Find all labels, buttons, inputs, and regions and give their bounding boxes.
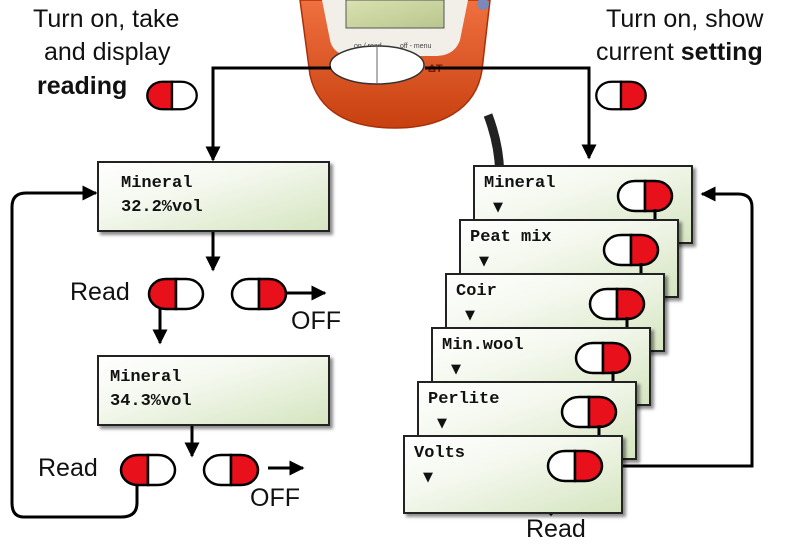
scroll-down-marker: ▼ [465, 308, 475, 323]
arrow-to-read-display [205, 66, 331, 162]
caption-right-setting: setting [680, 38, 763, 66]
menu-display-volts: Volts ▼ [403, 435, 623, 514]
scroll-down-marker: ▼ [479, 254, 489, 269]
lcd-display-reading-1: Mineral 32.2%vol [97, 161, 330, 232]
menu-item-label: Peat mix [470, 228, 552, 247]
device-label-off-menu: off - menu [400, 43, 431, 50]
menu-item-label: Perlite [428, 390, 500, 409]
label-read-2: Read [38, 454, 98, 482]
menu-item-label: Coir [456, 282, 497, 301]
menu-loop-arrow [596, 186, 754, 468]
lcd-display-reading-2: Mineral 34.3%vol [97, 355, 330, 426]
button-icon-menu-next [587, 286, 647, 322]
scroll-down-marker: ▼ [451, 362, 461, 377]
label-off-2: OFF [250, 484, 300, 512]
menu-item-label: Mineral [484, 174, 556, 193]
button-icon-menu-next [545, 448, 605, 484]
button-icon-menu-next [615, 178, 675, 214]
label-read-1: Read [70, 278, 130, 306]
button-icon-menu-next [573, 340, 633, 376]
button-icon-off-1 [228, 276, 290, 312]
button-icon-read-1 [145, 276, 207, 312]
caption-left-line3: reading [37, 72, 128, 100]
caption-right-line2-text: current [596, 38, 681, 66]
menu-item-label: Min.wool [442, 336, 524, 355]
button-icon-on-read [144, 79, 200, 112]
arrow-to-menu-display [425, 66, 597, 160]
meter-device: on / read off - menu ΔT [299, 0, 505, 231]
caption-left-line1: Turn on, take [33, 5, 180, 33]
button-icon-off-2 [200, 452, 262, 488]
scroll-down-marker: ▼ [423, 470, 433, 485]
caption-right-line2: current setting [596, 37, 763, 67]
lcd-line1: Mineral [121, 174, 193, 193]
button-icon-menu-next [601, 232, 661, 268]
lcd-line1: Mineral [110, 368, 182, 387]
button-icon-read-2 [117, 452, 179, 488]
button-icon-off-menu [593, 79, 649, 112]
label-off-1: OFF [291, 307, 341, 335]
menu-item-label: Volts [414, 444, 466, 463]
scroll-down-marker: ▼ [437, 416, 447, 431]
loop-back-arrow [10, 185, 139, 519]
label-read-3: Read [526, 515, 586, 543]
caption-left-line2: and display [44, 38, 171, 66]
button-icon-menu-next [559, 394, 619, 430]
scroll-down-marker: ▼ [493, 200, 503, 215]
caption-right-line1: Turn on, show [606, 5, 764, 33]
lcd-line2: 32.2%vol [121, 198, 203, 217]
lcd-line2: 34.3%vol [110, 392, 192, 411]
